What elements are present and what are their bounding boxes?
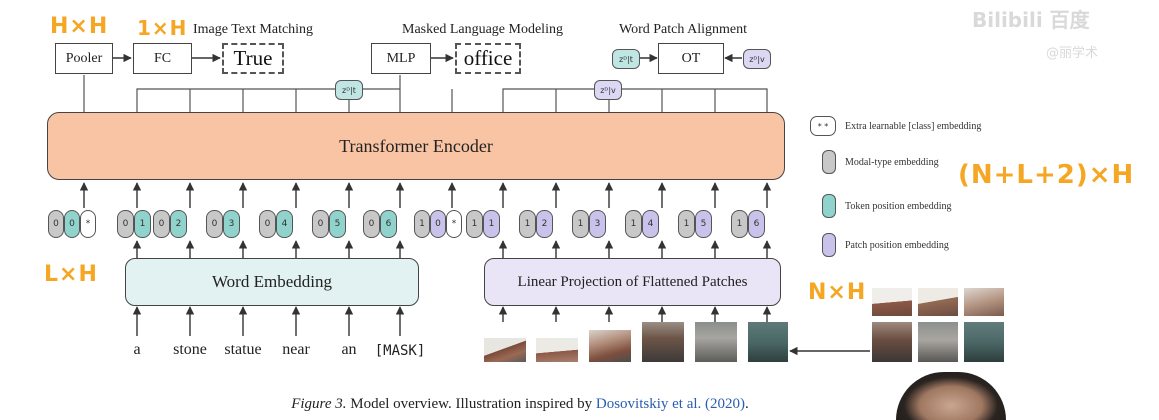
token-position-embedding: 2 xyxy=(170,210,187,238)
legend-class-label: Extra learnable [class] embedding xyxy=(845,121,982,132)
class-embedding: * xyxy=(446,210,462,238)
word-embedding-box: Word Embedding xyxy=(125,258,419,306)
token-position-embedding: 1 xyxy=(134,210,151,238)
word-token: near xyxy=(282,341,310,358)
modal-type-embedding: 1 xyxy=(731,210,748,238)
modal-type-embedding: 0 xyxy=(48,210,64,238)
zt-encoder-icon: zᴰ|t xyxy=(335,80,363,100)
modal-type-embedding: 1 xyxy=(572,210,589,238)
modal-type-embedding: 0 xyxy=(153,210,170,238)
word-token: stone xyxy=(173,341,207,358)
modal-type-embedding: 1 xyxy=(519,210,536,238)
zv-embedding-icon: zᴰ|v xyxy=(743,49,771,69)
patch-position-embedding: 5 xyxy=(695,210,712,238)
modal-type-embedding: 1 xyxy=(625,210,642,238)
class-embedding: * xyxy=(80,210,96,238)
caption-end: . xyxy=(745,396,749,412)
token-position-embedding: 5 xyxy=(329,210,346,238)
patch-position-legend-icon xyxy=(822,233,836,257)
zv-encoder-icon: zᴰ|v xyxy=(594,80,622,100)
annotation-hxh: H×H xyxy=(50,14,109,39)
image-grid-cell xyxy=(872,322,912,362)
patch-position-embedding: 3 xyxy=(589,210,606,238)
image-patch-3 xyxy=(589,330,631,362)
image-patch-2 xyxy=(536,338,578,362)
modal-type-embedding: 1 xyxy=(466,210,483,238)
mlp-box: MLP xyxy=(371,43,431,74)
patch-position-embedding: 4 xyxy=(642,210,659,238)
transformer-encoder: Transformer Encoder xyxy=(47,112,785,180)
itm-output-box: True xyxy=(222,43,284,74)
image-grid-cell xyxy=(918,322,958,362)
modal-type-embedding: 0 xyxy=(312,210,329,238)
modal-type-legend-icon xyxy=(822,150,836,174)
word-token: a xyxy=(133,341,141,358)
token-position-embedding: 4 xyxy=(276,210,293,238)
patch-position-embedding: 1 xyxy=(483,210,500,238)
wpa-title: Word Patch Alignment xyxy=(619,22,747,37)
watermark-sub: @丽学术 xyxy=(1046,46,1099,61)
patch-position-embedding: 0 xyxy=(430,210,446,238)
token-position-embedding: 3 xyxy=(223,210,240,238)
figure-caption: Figure 3. Model overview. Illustration i… xyxy=(0,396,1040,413)
caption-text: Model overview. Illustration inspired by xyxy=(346,396,596,412)
modal-type-embedding: 0 xyxy=(363,210,380,238)
annotation-nxh: N×H xyxy=(808,280,867,305)
modal-type-embedding: 0 xyxy=(259,210,276,238)
asterisk-icon: * xyxy=(817,121,822,131)
legend-modal-label: Modal-type embedding xyxy=(845,157,939,168)
pooler-box: Pooler xyxy=(55,43,113,74)
zt-embedding-icon: zᴰ|t xyxy=(612,49,640,69)
asterisk-icon: * xyxy=(824,121,829,131)
token-position-embedding: 6 xyxy=(380,210,397,238)
token-position-legend-icon xyxy=(822,194,836,218)
ot-box: OT xyxy=(658,43,724,74)
modal-type-embedding: 0 xyxy=(117,210,134,238)
fc-box: FC xyxy=(133,43,192,74)
modal-type-embedding: 0 xyxy=(206,210,223,238)
image-grid-cell xyxy=(964,288,1004,316)
itm-title: Image Text Matching xyxy=(193,22,314,37)
image-patch-6 xyxy=(748,322,788,362)
legend-token-pos-label: Token position embedding xyxy=(845,201,952,212)
image-grid-cell xyxy=(964,322,1004,362)
figure-number: Figure 3. xyxy=(291,396,347,412)
image-patch-5 xyxy=(695,322,737,362)
image-patch-1 xyxy=(484,338,526,362)
class-embedding-legend-icon: * * xyxy=(810,116,836,136)
patch-position-embedding: 6 xyxy=(748,210,765,238)
image-patch-4 xyxy=(642,322,684,362)
modal-type-embedding: 1 xyxy=(678,210,695,238)
token-position-embedding: 0 xyxy=(64,210,80,238)
modal-type-embedding: 1 xyxy=(414,210,430,238)
mlm-output-box: office xyxy=(455,43,521,74)
annotation-lxh: L×H xyxy=(44,262,98,287)
watermark-logo: Bilibili 百度 xyxy=(972,8,1090,32)
annotation-total: (N+L+2)×H xyxy=(958,160,1135,190)
mlm-title: Masked Language Modeling xyxy=(402,22,563,37)
image-grid-cell xyxy=(872,288,912,316)
word-token: statue xyxy=(224,341,262,358)
legend-patch-pos-label: Patch position embedding xyxy=(845,240,949,251)
citation-link[interactable]: Dosovitskiy et al. (2020) xyxy=(595,396,746,412)
image-grid-cell xyxy=(918,288,958,316)
word-token: an xyxy=(341,341,357,358)
patch-position-embedding: 2 xyxy=(536,210,553,238)
annotation-1xh: 1×H xyxy=(137,16,188,40)
linear-projection-box: Linear Projection of Flattened Patches xyxy=(484,258,781,306)
mask-token: [MASK] xyxy=(374,343,426,359)
